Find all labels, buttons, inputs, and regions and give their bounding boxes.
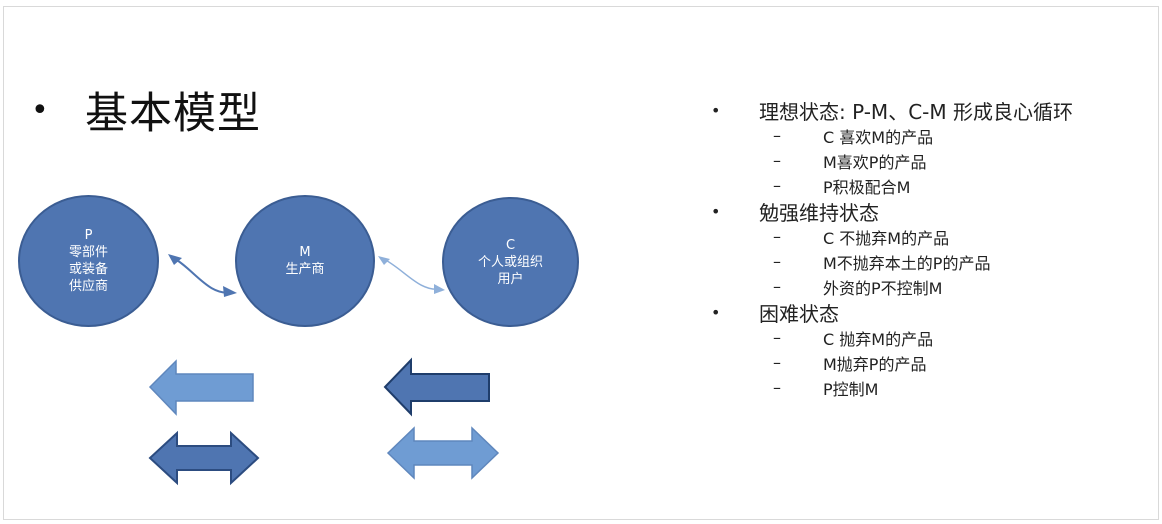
supplier-label-2: 零部件 — [68, 245, 108, 260]
section-heading-text: 勉强维持状态 — [759, 200, 879, 225]
manufacturer-circle[interactable]: M 生产商 — [235, 195, 375, 327]
left-block-arrow-light — [148, 359, 254, 416]
dash-glyph: – — [773, 126, 781, 145]
slide-title-row: • 基本模型 — [31, 82, 261, 139]
supplier-label-1: P — [84, 228, 93, 243]
diagram-arrows — [148, 254, 500, 486]
supplier-label-3: 或装备 — [68, 262, 108, 277]
list-item-text: M喜欢P的产品 — [823, 152, 927, 172]
dash-glyph: – — [773, 227, 781, 246]
bullet-glyph: • — [711, 302, 721, 322]
customer-label-2: 个人或组织 — [477, 254, 543, 270]
list-item: – M抛弃P的产品 — [711, 350, 1073, 375]
list-item: – C 不抛弃M的产品 — [711, 224, 1073, 249]
list-item-text: C 喜欢M的产品 — [823, 127, 934, 147]
dash-glyph: – — [773, 252, 781, 271]
list-item-text: P积极配合M — [823, 177, 911, 197]
manufacturer-label-1: M — [299, 245, 311, 260]
list-item: – P积极配合M — [711, 173, 1073, 198]
slide-title[interactable]: 基本模型 — [85, 89, 261, 139]
list-item-text: M抛弃P的产品 — [823, 354, 927, 374]
section-heading-ideal: • 理想状态: P-M、C-M 形成良心循环 — [711, 97, 1073, 124]
supplier-circle[interactable]: P 零部件 或装备 供应商 — [18, 195, 159, 327]
m-c-curved-arrow — [378, 256, 445, 294]
list-item: – C 喜欢M的产品 — [711, 123, 1073, 148]
dash-glyph: – — [773, 378, 781, 397]
list-item-text: 外资的P不控制M — [823, 278, 943, 298]
customer-circle[interactable]: C 个人或组织 用户 — [442, 197, 579, 327]
list-item-text: C 不抛弃M的产品 — [823, 228, 950, 248]
list-item: – M喜欢P的产品 — [711, 148, 1073, 173]
title-bullet: • — [31, 92, 49, 128]
section-heading-text: 理想状态: P-M、C-M 形成良心循环 — [759, 99, 1073, 124]
list-item: – 外资的P不控制M — [711, 274, 1073, 299]
bullet-glyph: • — [711, 100, 721, 120]
list-item: – M不抛弃本土的P的产品 — [711, 249, 1073, 274]
bullet-list[interactable]: • 理想状态: P-M、C-M 形成良心循环 – C 喜欢M的产品 – M喜欢P… — [711, 97, 1073, 400]
slide-canvas: • 基本模型 — [3, 6, 1159, 520]
supplier-label-4: 供应商 — [68, 279, 108, 294]
dash-glyph: – — [773, 353, 781, 372]
p-m-curved-arrow — [168, 254, 237, 297]
customer-label-1: C — [505, 237, 516, 253]
dash-glyph: – — [773, 328, 781, 347]
section-heading-difficult: • 困难状态 — [711, 299, 1073, 326]
list-item-text: P控制M — [823, 379, 879, 399]
section-heading-barely: • 勉强维持状态 — [711, 198, 1073, 225]
list-item: – C 抛弃M的产品 — [711, 325, 1073, 350]
dash-glyph: – — [773, 277, 781, 296]
double-block-arrow-dark — [148, 430, 260, 486]
dash-glyph: – — [773, 176, 781, 195]
list-item-text: C 抛弃M的产品 — [823, 329, 934, 349]
list-item: – P控制M — [711, 375, 1073, 400]
dash-glyph: – — [773, 151, 781, 170]
list-item-text: M不抛弃本土的P的产品 — [823, 253, 991, 273]
manufacturer-label-2: 生产商 — [285, 262, 325, 277]
customer-label-3: 用户 — [497, 271, 524, 287]
bullet-glyph: • — [711, 201, 721, 221]
section-heading-text: 困难状态 — [759, 301, 839, 326]
left-block-arrow-dark — [383, 357, 490, 417]
double-block-arrow-light — [386, 426, 500, 480]
